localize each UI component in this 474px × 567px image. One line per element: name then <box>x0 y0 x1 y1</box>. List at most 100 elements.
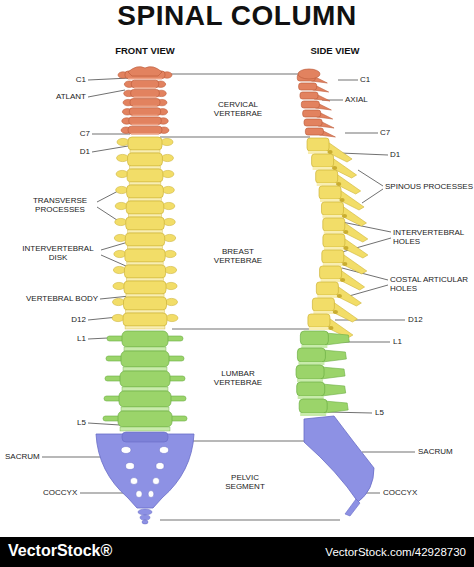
sacrum-side <box>304 416 374 502</box>
atlas-side <box>298 69 320 79</box>
intervertebral-disk <box>134 96 157 98</box>
coccyx-segment <box>140 515 150 520</box>
intervertebral-hole <box>327 150 332 154</box>
part-label: L5 <box>77 418 86 427</box>
region-label: PELVIC SEGMENT <box>215 473 275 491</box>
coccyx-side <box>345 499 360 516</box>
intervertebral-hole <box>333 310 338 314</box>
front-spine <box>96 67 194 524</box>
thoracic-vertebra <box>323 218 345 231</box>
view-heading: SIDE VIEW <box>310 46 359 57</box>
intervertebral-disk <box>124 347 166 351</box>
intervertebral-disk <box>127 246 162 249</box>
thoracic-vertebra <box>128 137 162 150</box>
part-label: L1 <box>77 334 86 343</box>
side-spine <box>296 69 374 516</box>
part-label: L5 <box>375 408 384 417</box>
transverse-process <box>117 138 129 145</box>
part-label: D12 <box>71 315 86 324</box>
leader-line <box>88 423 120 425</box>
lumbar-vertebra <box>299 399 327 413</box>
thoracic-vertebra <box>320 266 342 279</box>
intervertebral-disk <box>121 407 169 411</box>
leader-line <box>42 457 105 458</box>
cervical-vertebra <box>304 119 322 126</box>
intervertebral-hole <box>336 182 341 186</box>
region-divider <box>160 520 340 521</box>
intervertebral-hole <box>339 198 344 202</box>
transverse-process <box>164 250 176 257</box>
leader-line <box>338 80 358 81</box>
sacral-foramen <box>130 478 138 485</box>
cervical-vertebra <box>131 80 158 88</box>
thoracic-vertebra <box>316 282 338 295</box>
part-label: SPINOUS PROCESSES <box>385 182 473 191</box>
intervertebral-disk <box>297 379 323 382</box>
intervertebral-hole <box>343 230 348 234</box>
part-label: C1 <box>360 75 370 84</box>
transverse-process <box>162 186 174 193</box>
sacral-foramen <box>153 478 160 485</box>
thoracic-vertebra <box>125 249 165 262</box>
lumbar-vertebra <box>118 411 172 427</box>
part-label: D1 <box>390 150 400 159</box>
sacral-foramen <box>136 491 142 498</box>
intervertebral-disk <box>308 151 328 154</box>
sacral-foramen <box>156 463 164 470</box>
intervertebral-hole <box>332 166 337 170</box>
cervical-vertebra <box>129 117 162 125</box>
part-label: AXIAL <box>345 95 368 104</box>
spinous-process <box>325 333 349 345</box>
spinous-process <box>321 367 345 379</box>
cervical-vertebra <box>131 89 160 97</box>
intervertebral-hole <box>343 246 348 250</box>
intervertebral-hole <box>337 294 342 298</box>
intervertebral-disk <box>125 326 165 329</box>
watermark-bar <box>0 537 474 567</box>
transverse-process <box>163 202 175 209</box>
intervertebral-disk <box>320 199 340 202</box>
thoracic-vertebra <box>124 281 166 294</box>
intervertebral-disk <box>128 78 162 80</box>
leader-line <box>328 412 372 413</box>
transverse-process <box>166 314 178 321</box>
part-label: C7 <box>80 129 90 138</box>
thoracic-vertebra <box>322 250 344 263</box>
transverse-process <box>116 186 128 193</box>
leader-line <box>362 452 415 453</box>
thoracic-vertebra <box>319 186 341 199</box>
leader-line <box>362 189 383 203</box>
intervertebral-disk <box>309 327 329 330</box>
intervertebral-disk <box>132 124 159 126</box>
sacral-foramen <box>148 491 154 498</box>
thoracic-vertebra <box>321 202 343 215</box>
transverse-process <box>166 298 178 305</box>
lumbar-vertebra <box>119 391 171 407</box>
thoracic-vertebra <box>127 185 164 198</box>
cervical-vertebra <box>128 126 162 134</box>
transverse-process <box>161 138 173 145</box>
sacral-foramen <box>159 447 168 454</box>
coccyx-segment <box>142 520 148 524</box>
lumbar-vertebra <box>297 348 325 362</box>
cervical-vertebra <box>299 83 317 90</box>
transverse-process <box>163 218 175 225</box>
thoracic-vertebra <box>312 298 334 311</box>
region-divider <box>172 329 318 330</box>
intervertebral-disk <box>129 198 162 201</box>
intervertebral-disk <box>131 133 159 135</box>
leader-line <box>88 90 125 97</box>
part-label: TRANSVERSE PROCESSES <box>24 196 96 214</box>
thoracic-vertebra <box>308 314 330 327</box>
region-label: LUMBAR VERTEBRAE <box>203 369 273 387</box>
transverse-process <box>113 266 125 273</box>
part-label: INTERVERTEBRAL HOLES <box>393 228 473 246</box>
leader-line <box>92 146 128 152</box>
sacrum-body <box>122 432 168 442</box>
part-label: C1 <box>76 75 86 84</box>
intervertebral-disk <box>134 87 155 89</box>
intervertebral-disk <box>321 279 341 282</box>
leader-line <box>345 133 378 134</box>
intervertebral-disk <box>130 150 160 153</box>
coccyx-segment <box>138 509 152 515</box>
